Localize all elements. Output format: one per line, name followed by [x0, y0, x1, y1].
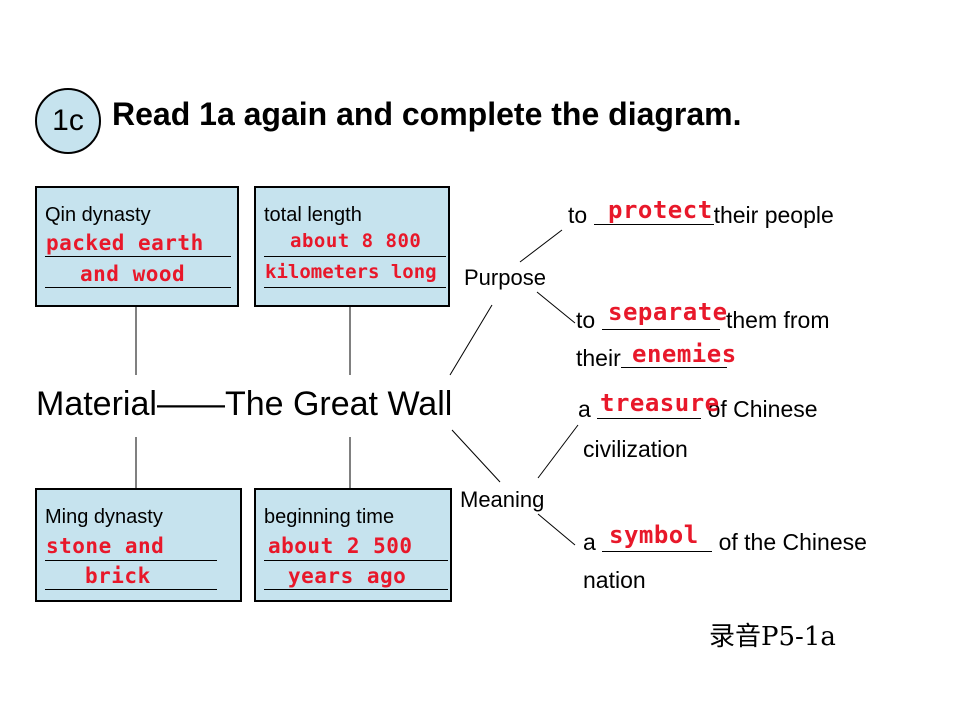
answer-protect: protect — [608, 196, 713, 224]
blank-line — [597, 396, 702, 419]
blank-line — [45, 589, 217, 590]
purpose-item-2-line2: their — [576, 345, 727, 372]
connector-to-purpose — [449, 304, 493, 376]
answer-ming-line1: stone and — [46, 534, 165, 558]
purpose-item-2: to them from — [576, 307, 830, 334]
box-time-label: beginning time — [264, 506, 395, 528]
meaning-item-1-line2: civilization — [583, 436, 688, 462]
connector-meaning-2 — [537, 513, 576, 546]
blank-line — [593, 202, 714, 225]
instruction-title: Read 1a again and complete the diagram. — [112, 96, 742, 132]
blank-line — [602, 529, 713, 552]
blank-line — [45, 256, 231, 257]
blank-line — [264, 256, 446, 257]
box-ming-label: Ming dynasty — [45, 506, 163, 528]
purpose-item-1-after: their people — [713, 202, 834, 228]
meaning-item-2-line2: nation — [583, 567, 646, 593]
meaning-item-2: a of the Chinese — [583, 529, 867, 556]
connector-purpose-2 — [536, 291, 576, 324]
purpose-item-2-after: them from — [725, 307, 830, 333]
answer-separate: separate — [608, 298, 728, 326]
meaning-item-1-before: a — [578, 396, 591, 422]
answer-time-line1: about 2 500 — [268, 534, 413, 558]
answer-time-line2: years ago — [288, 564, 407, 588]
section-badge: 1c — [35, 88, 101, 154]
blank-line — [45, 287, 231, 288]
answer-ming-line2: brick — [85, 564, 151, 588]
blank-line — [601, 307, 720, 330]
center-material: Material — [36, 385, 157, 423]
purpose-item-2-line2-before: their — [576, 345, 621, 371]
purpose-label: Purpose — [464, 265, 546, 290]
box-total-length: total length about 8 800 kilometers long — [254, 186, 450, 307]
connector-purpose-1 — [519, 229, 563, 263]
answer-qin-line1: packed earth — [46, 231, 204, 255]
section-badge-label: 1c — [52, 104, 84, 137]
purpose-item-1-before: to — [568, 202, 588, 228]
answer-treasure: treasure — [600, 389, 720, 417]
audio-link[interactable]: 录音P5-1a — [709, 622, 836, 652]
blank-line — [264, 589, 448, 590]
blank-line — [45, 560, 217, 561]
center-label: Material——The Great Wall — [36, 385, 452, 424]
meaning-item-2-after: of the Chinese — [718, 529, 867, 555]
box-ming-dynasty: Ming dynasty stone and brick — [35, 488, 242, 602]
center-dash: —— — [156, 385, 225, 423]
box-qin-label: Qin dynasty — [45, 204, 151, 226]
answer-enemies: enemies — [632, 340, 737, 368]
blank-line — [620, 345, 727, 368]
blank-line — [264, 560, 448, 561]
meaning-item-1: a of Chinese — [578, 396, 818, 423]
meaning-item-2-before: a — [583, 529, 596, 555]
purpose-item-2-before: to — [576, 307, 596, 333]
answer-qin-line2: and wood — [80, 262, 186, 286]
answer-length-line2: kilometers long — [265, 261, 437, 283]
answer-symbol: symbol — [609, 521, 699, 549]
meaning-label: Meaning — [460, 487, 545, 512]
box-qin-dynasty: Qin dynasty packed earth and wood — [35, 186, 239, 307]
connector-meaning-1 — [537, 424, 579, 479]
box-length-label: total length — [264, 204, 362, 226]
meaning-item-1-after: of Chinese — [707, 396, 818, 422]
box-beginning-time: beginning time about 2 500 years ago — [254, 488, 452, 602]
answer-length-line1: about 8 800 — [290, 230, 422, 252]
purpose-item-1: to their people — [568, 202, 834, 229]
blank-line — [264, 287, 446, 288]
center-subject: The Great Wall — [224, 385, 453, 423]
connector-to-meaning — [451, 429, 501, 483]
